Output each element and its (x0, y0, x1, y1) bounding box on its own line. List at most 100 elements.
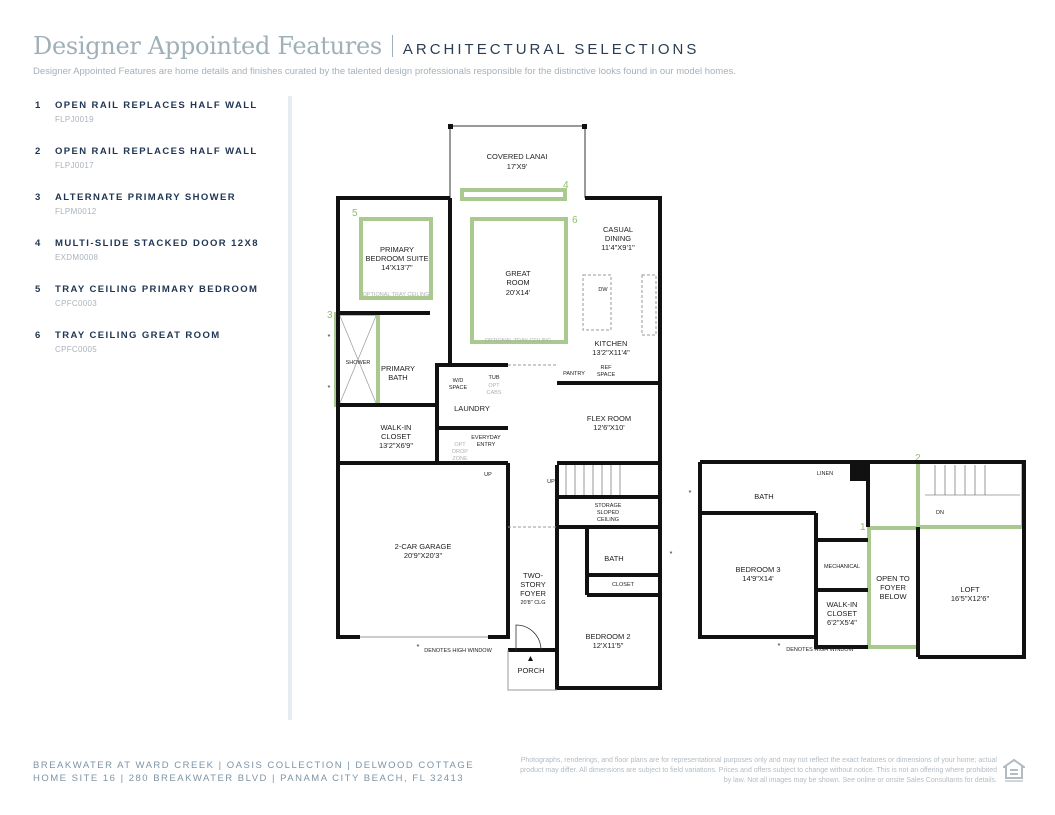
plan-label: DENOTES HIGH WINDOW (424, 648, 492, 654)
plan-label: * (417, 642, 420, 651)
plan-label: 20'8" CLG (520, 600, 545, 606)
room-dim: 17'X9' (507, 162, 528, 171)
front-door-icon (515, 624, 542, 651)
highlight-6 (470, 217, 568, 344)
feature-label: TRAY CEILING PRIMARY BEDROOM (55, 284, 259, 295)
plan-label: 6'2"X5'4" (827, 618, 857, 627)
plan-label: BATH (388, 373, 407, 382)
plan-label: LAUNDRY (454, 404, 490, 413)
plan-label: FLEX ROOM (587, 414, 631, 423)
plan-label: SPACE (449, 385, 468, 391)
feature-code: FLPJ0017 (55, 161, 94, 170)
plan-label: ROOM (506, 278, 529, 287)
feature-item: 2 OPEN RAIL REPLACES HALF WALL FLPJ0017 (35, 146, 259, 192)
plan-label: PORCH (517, 666, 544, 675)
plan-label: TWO- (523, 571, 543, 580)
plan-label: DW (598, 287, 608, 293)
feature-number: 4 (35, 238, 42, 249)
plan-label: BEDROOM 2 (585, 632, 630, 641)
plan-label: W/D (453, 378, 464, 384)
plan-label: BATH (604, 554, 623, 563)
plan-label: SHOWER (346, 360, 371, 366)
plan-label: FOYER (520, 589, 546, 598)
plan-label: 12'X11'5" (593, 641, 624, 650)
plan-label: 11'4"X9'1" (601, 243, 635, 252)
upper-stairs-icon (925, 465, 1020, 496)
marker-3: 3 (327, 310, 333, 321)
second-floor-walls (698, 460, 1026, 659)
plan-label: PRIMARY (381, 364, 415, 373)
vertical-divider (288, 96, 292, 720)
plan-label: GREAT (505, 269, 531, 278)
plan-label: DROP (452, 449, 468, 455)
feature-label: MULTI-SLIDE STACKED DOOR 12X8 (55, 238, 259, 249)
marker-1: 1 (860, 522, 866, 533)
plan-label: BELOW (879, 592, 907, 601)
shower-icon (339, 315, 377, 404)
room-label: COVERED LANAI (487, 152, 548, 161)
plan-label: 20'X14' (506, 288, 531, 297)
entry-arrow-icon (528, 656, 533, 661)
feature-label: ALTERNATE PRIMARY SHOWER (55, 192, 237, 203)
feature-number: 1 (35, 100, 42, 111)
feature-code: EXDM0008 (55, 253, 99, 262)
plan-label: MECHANICAL (824, 564, 860, 570)
feature-label: OPEN RAIL REPLACES HALF WALL (55, 146, 258, 157)
feature-item: 3 ALTERNATE PRIMARY SHOWER FLPM0012 (35, 192, 259, 238)
feature-code: FLPJ0019 (55, 115, 94, 124)
plan-label: ZONE (452, 456, 468, 462)
highlight-2 (916, 460, 1025, 529)
address-line: HOME SITE 16 | 280 BREAKWATER BLVD | PAN… (33, 773, 465, 784)
plan-label: OPT (488, 383, 500, 389)
plan-label: DINING (605, 234, 631, 243)
plan-label: 2-CAR GARAGE (395, 542, 452, 551)
community-info: BREAKWATER AT WARD CREEK | OASIS COLLECT… (33, 759, 474, 785)
plan-label: PANTRY (563, 371, 585, 377)
plan-label: BEDROOM SUITE (366, 254, 429, 263)
dashed-lines (508, 274, 657, 528)
plan-label: 14'9"X14' (742, 574, 774, 583)
highlight-4 (460, 188, 567, 201)
plan-label: 20'9"X20'3" (404, 551, 443, 560)
plan-label: OPTIONAL TRAY CEILING (485, 338, 552, 344)
plan-label: * (328, 383, 331, 392)
plan-label: OPT (454, 442, 466, 448)
community-line: BREAKWATER AT WARD CREEK | OASIS COLLECT… (33, 760, 475, 771)
plan-label: WALK-IN (827, 600, 858, 609)
plan-label: CASUAL (603, 225, 633, 234)
plan-label: * (689, 488, 692, 497)
plan-label: * (328, 332, 331, 341)
feature-code: CPFC0005 (55, 345, 97, 354)
plan-label: TUB (489, 375, 500, 381)
marker-4: 4 (563, 180, 569, 191)
plan-label: SLOPED (597, 510, 619, 516)
plan-label: 14'X13'7" (381, 263, 413, 272)
plan-label: 13'2"X11'4" (592, 348, 630, 357)
plan-label: SPACE (597, 372, 616, 378)
plan-label: UP (484, 472, 492, 478)
feature-number: 2 (35, 146, 42, 157)
plan-label: 12'6"X10' (593, 423, 625, 432)
page-subtitle: ARCHITECTURAL SELECTIONS (402, 41, 700, 58)
marker-6: 6 (572, 215, 578, 226)
plan-label: LOFT (960, 585, 980, 594)
plan-label: OPTIONAL TRAY CEILING (363, 292, 430, 298)
disclaimer: Photographs, renderings, and floor plans… (520, 757, 997, 784)
plan-label: BATH (754, 492, 773, 501)
equal-housing-icon (1003, 758, 1025, 782)
plan-label: CLOSET (612, 582, 635, 588)
highlight-5 (359, 217, 433, 300)
marker-5: 5 (352, 208, 358, 219)
feature-label: TRAY CEILING GREAT ROOM (55, 330, 221, 341)
feature-code: FLPM0012 (55, 207, 97, 216)
stairs-icon (565, 465, 621, 495)
plan-label: * (778, 641, 781, 650)
highlight-numbers: 4 5 6 3 1 2 (327, 180, 921, 533)
plan-label: BEDROOM 3 (735, 565, 780, 574)
feature-number: 3 (35, 192, 42, 203)
plan-label: STORY (520, 580, 546, 589)
